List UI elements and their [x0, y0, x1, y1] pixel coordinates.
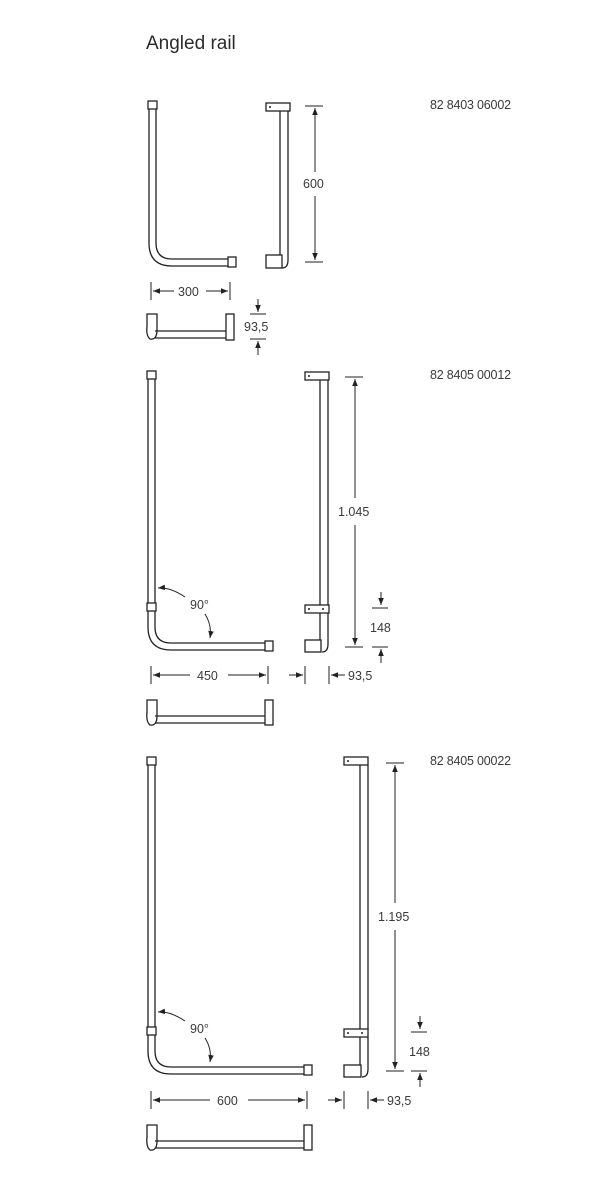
height-label-3: 1.195 [378, 910, 409, 924]
rail-top-view-2 [146, 699, 274, 726]
support-offset-dimension-2 [372, 592, 388, 663]
depth-label-3: 93,5 [387, 1094, 411, 1108]
width-label-1: 300 [178, 285, 199, 299]
width-dimension-3 [150, 1091, 308, 1109]
support-offset-label-2: 148 [370, 621, 391, 635]
angle-indicator-2 [157, 584, 214, 639]
rail-front-view-2 [146, 370, 274, 652]
support-offset-dimension-3 [411, 1016, 427, 1087]
rail-side-view-3 [343, 756, 369, 1078]
rail-top-view-3 [146, 1124, 313, 1151]
rail-side-view-1 [265, 102, 291, 269]
depth-dimension-2 [289, 666, 345, 684]
width-label-3: 600 [217, 1094, 238, 1108]
depth-label-1: 93,5 [244, 320, 268, 334]
height-dimension-2 [345, 376, 363, 648]
angle-label-3: 90° [190, 1022, 209, 1036]
product-code-1: 82 8403 06002 [430, 98, 511, 112]
rail-side-view-2 [304, 371, 330, 653]
width-dimension-2 [150, 666, 269, 684]
angle-indicator-3 [157, 1008, 214, 1063]
support-offset-label-3: 148 [409, 1045, 430, 1059]
depth-dimension-1 [250, 299, 266, 355]
product-3-drawing: 90° 1.195 148 [146, 756, 430, 1151]
rail-front-view-3 [146, 756, 313, 1076]
width-label-2: 450 [197, 669, 218, 683]
height-dimension-1 [305, 105, 323, 263]
depth-dimension-3 [328, 1091, 384, 1109]
product-2-drawing: 90° 1.045 148 [146, 370, 391, 726]
depth-label-2: 93,5 [348, 669, 372, 683]
page-title: Angled rail [146, 33, 236, 54]
height-dimension-3 [386, 762, 404, 1072]
height-label-2: 1.045 [338, 505, 369, 519]
rail-top-view-1 [146, 313, 235, 341]
height-label-1: 600 [303, 177, 324, 191]
width-dimension-1 [150, 282, 231, 300]
product-code-2: 82 8405 00012 [430, 368, 511, 382]
product-code-3: 82 8405 00022 [430, 754, 511, 768]
angle-label-2: 90° [190, 598, 209, 612]
product-1-drawing: 600 300 93,5 [146, 100, 324, 355]
rail-front-view-1 [147, 100, 237, 268]
